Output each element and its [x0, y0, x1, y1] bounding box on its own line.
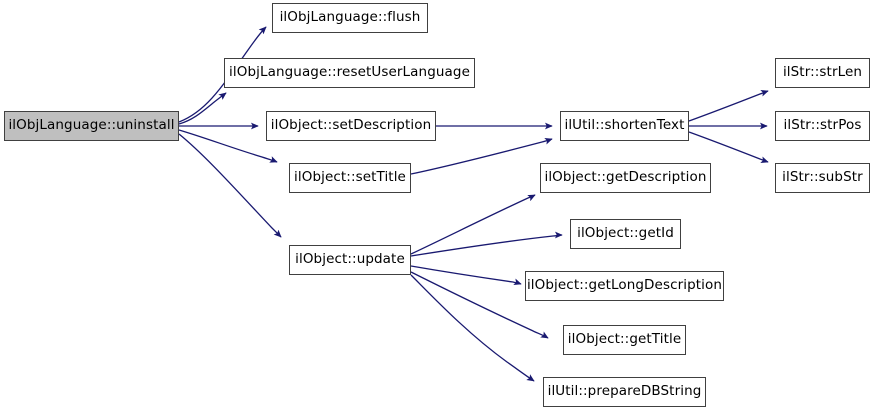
graph-node-label: ilObject::setTitle: [294, 169, 406, 186]
graph-node-label: ilStr::subStr: [782, 169, 863, 186]
graph-node-label: ilStr::strLen: [782, 64, 863, 81]
graph-node-label: ilUtil::shortenText: [564, 117, 685, 134]
graph-node-setDescription[interactable]: ilObject::setDescription: [266, 111, 436, 141]
graph-node-subStr[interactable]: ilStr::subStr: [775, 163, 870, 193]
graph-node-strPos[interactable]: ilStr::strPos: [775, 111, 870, 141]
graph-node-resetUserLanguage[interactable]: ilObjLanguage::resetUserLanguage: [224, 58, 475, 88]
graph-node-flush[interactable]: ilObjLanguage::flush: [272, 3, 428, 33]
edge-uninstall-to-flush: [178, 26, 267, 123]
graph-node-label: ilObject::getLongDescription: [526, 277, 723, 294]
edge-uninstall-to-setTitle: [178, 129, 278, 163]
graph-node-label: ilObjLanguage::uninstall: [8, 117, 175, 134]
graph-node-label: ilUtil::prepareDBString: [547, 383, 702, 400]
edge-update-to-getLongDescription: [410, 265, 522, 286]
edge-setTitle-to-shortenText: [410, 137, 553, 175]
graph-node-strLen[interactable]: ilStr::strLen: [775, 58, 870, 88]
graph-node-label: ilObject::getId: [577, 225, 674, 242]
graph-node-getTitle[interactable]: ilObject::getTitle: [563, 325, 686, 355]
graph-node-uninstall[interactable]: ilObjLanguage::uninstall: [4, 111, 179, 141]
edge-uninstall-to-update: [178, 133, 282, 238]
graph-node-label: ilObject::setDescription: [270, 117, 432, 134]
edge-uninstall-to-resetUserLanguage: [178, 92, 227, 125]
graph-node-getId[interactable]: ilObject::getId: [570, 219, 681, 249]
edge-shortenText-to-subStr: [688, 131, 769, 164]
graph-node-label: ilObjLanguage::resetUserLanguage: [229, 64, 470, 81]
graph-node-getDescription[interactable]: ilObject::getDescription: [540, 163, 711, 193]
graph-node-setTitle[interactable]: ilObject::setTitle: [289, 163, 411, 193]
graph-node-label: ilObject::getDescription: [544, 169, 707, 186]
edge-update-to-getTitle: [410, 271, 549, 339]
graph-node-shortenText[interactable]: ilUtil::shortenText: [560, 111, 689, 141]
graph-node-label: ilObjLanguage::flush: [279, 9, 421, 26]
edge-update-to-prepareDBString: [410, 274, 535, 382]
graph-node-update[interactable]: ilObject::update: [289, 245, 411, 275]
edge-update-to-getDescription: [410, 194, 536, 255]
graph-node-getLongDescription[interactable]: ilObject::getLongDescription: [525, 271, 724, 301]
edge-update-to-getId: [410, 231, 563, 257]
graph-node-label: ilStr::strPos: [783, 117, 862, 134]
edge-shortenText-to-strLen: [688, 89, 769, 122]
graph-node-prepareDBString[interactable]: ilUtil::prepareDBString: [543, 377, 706, 407]
graph-node-label: ilObject::getTitle: [567, 331, 682, 348]
graph-node-label: ilObject::update: [295, 251, 405, 268]
